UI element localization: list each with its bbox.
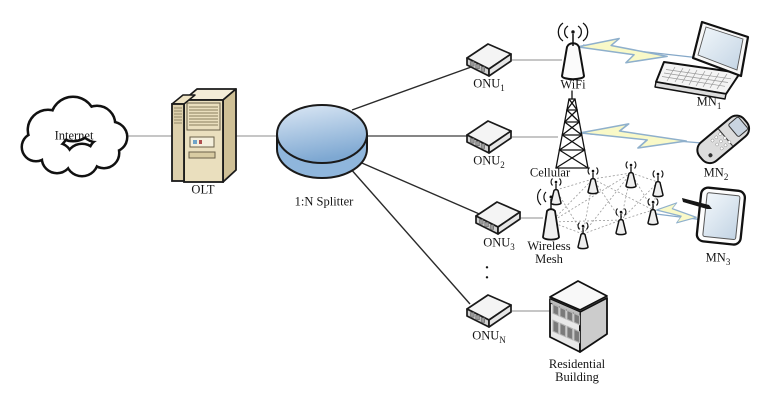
label-splitter: 1:N Splitter — [294, 194, 354, 209]
residential-building-icon — [549, 280, 608, 353]
onu-modem-icon — [466, 294, 512, 328]
label-onu2: ONU2 — [473, 153, 505, 170]
mesh-antenna-icon — [587, 166, 599, 195]
mesh-links — [550, 172, 659, 235]
laptop-icon — [654, 20, 750, 100]
mesh-gateway-icon — [537, 188, 560, 241]
wifi-access-point-icon — [557, 22, 589, 81]
onu-ellipsis: · · — [484, 260, 490, 286]
mesh-antenna-icon — [625, 160, 637, 189]
onu-modem-icon — [475, 201, 521, 235]
mesh-antenna-icon — [647, 197, 659, 226]
label-wireless-mesh: Wireless Mesh — [527, 239, 571, 266]
label-internet: Internet — [54, 128, 94, 143]
lightning-bolt-icon — [578, 118, 689, 154]
label-onuN: ONUN — [472, 328, 506, 345]
label-olt: OLT — [191, 182, 215, 197]
cellular-tower-icon — [555, 90, 589, 169]
label-onu3: ONU3 — [483, 235, 515, 252]
mesh-antenna-icon — [577, 221, 589, 250]
label-onu1: ONU1 — [473, 76, 505, 93]
flip-phone-icon — [696, 114, 751, 165]
mesh-antenna-icon — [652, 169, 664, 198]
stylus-icon — [682, 198, 712, 209]
lightning-bolt-icon — [575, 32, 670, 70]
label-residential-building: Residential Building — [548, 357, 606, 384]
onu-modem-icon — [466, 120, 512, 154]
internet-cloud-icon — [20, 95, 129, 178]
label-mn1: MN1 — [696, 94, 722, 111]
olt-server-icon — [171, 88, 237, 183]
fiber-links — [126, 59, 562, 312]
label-mn3: MN3 — [705, 250, 731, 267]
label-mn2: MN2 — [703, 165, 729, 182]
label-cellular: Cellular — [529, 165, 571, 180]
label-wifi: WiFi — [560, 77, 586, 92]
mesh-antenna-icon — [550, 177, 562, 206]
tablet-icon — [682, 186, 747, 246]
onu-modem-icon — [466, 43, 512, 77]
splitter-disk-icon — [276, 104, 368, 179]
